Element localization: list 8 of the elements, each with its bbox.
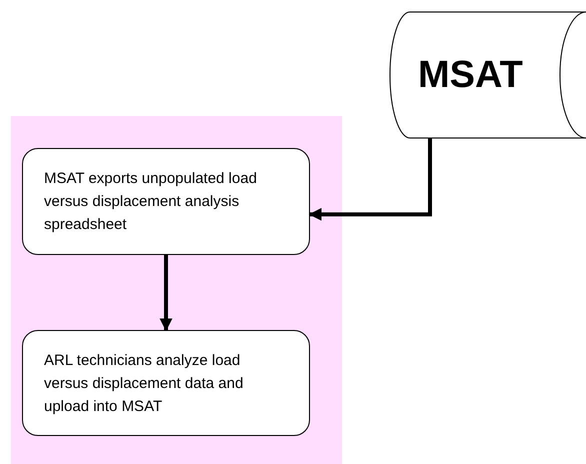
- process-box: [22, 148, 310, 255]
- cylinder-label: MSAT: [418, 53, 523, 98]
- arrow: [308, 138, 432, 221]
- process-box: [22, 330, 310, 436]
- arrow: [160, 255, 172, 332]
- process-text: MSAT exports unpopulated load versus displacement analysis spreadsheet: [44, 169, 258, 235]
- group-band: [11, 116, 342, 464]
- process-text: ARL technicians analyze load versus displacement data and upload into MSAT: [44, 350, 244, 416]
